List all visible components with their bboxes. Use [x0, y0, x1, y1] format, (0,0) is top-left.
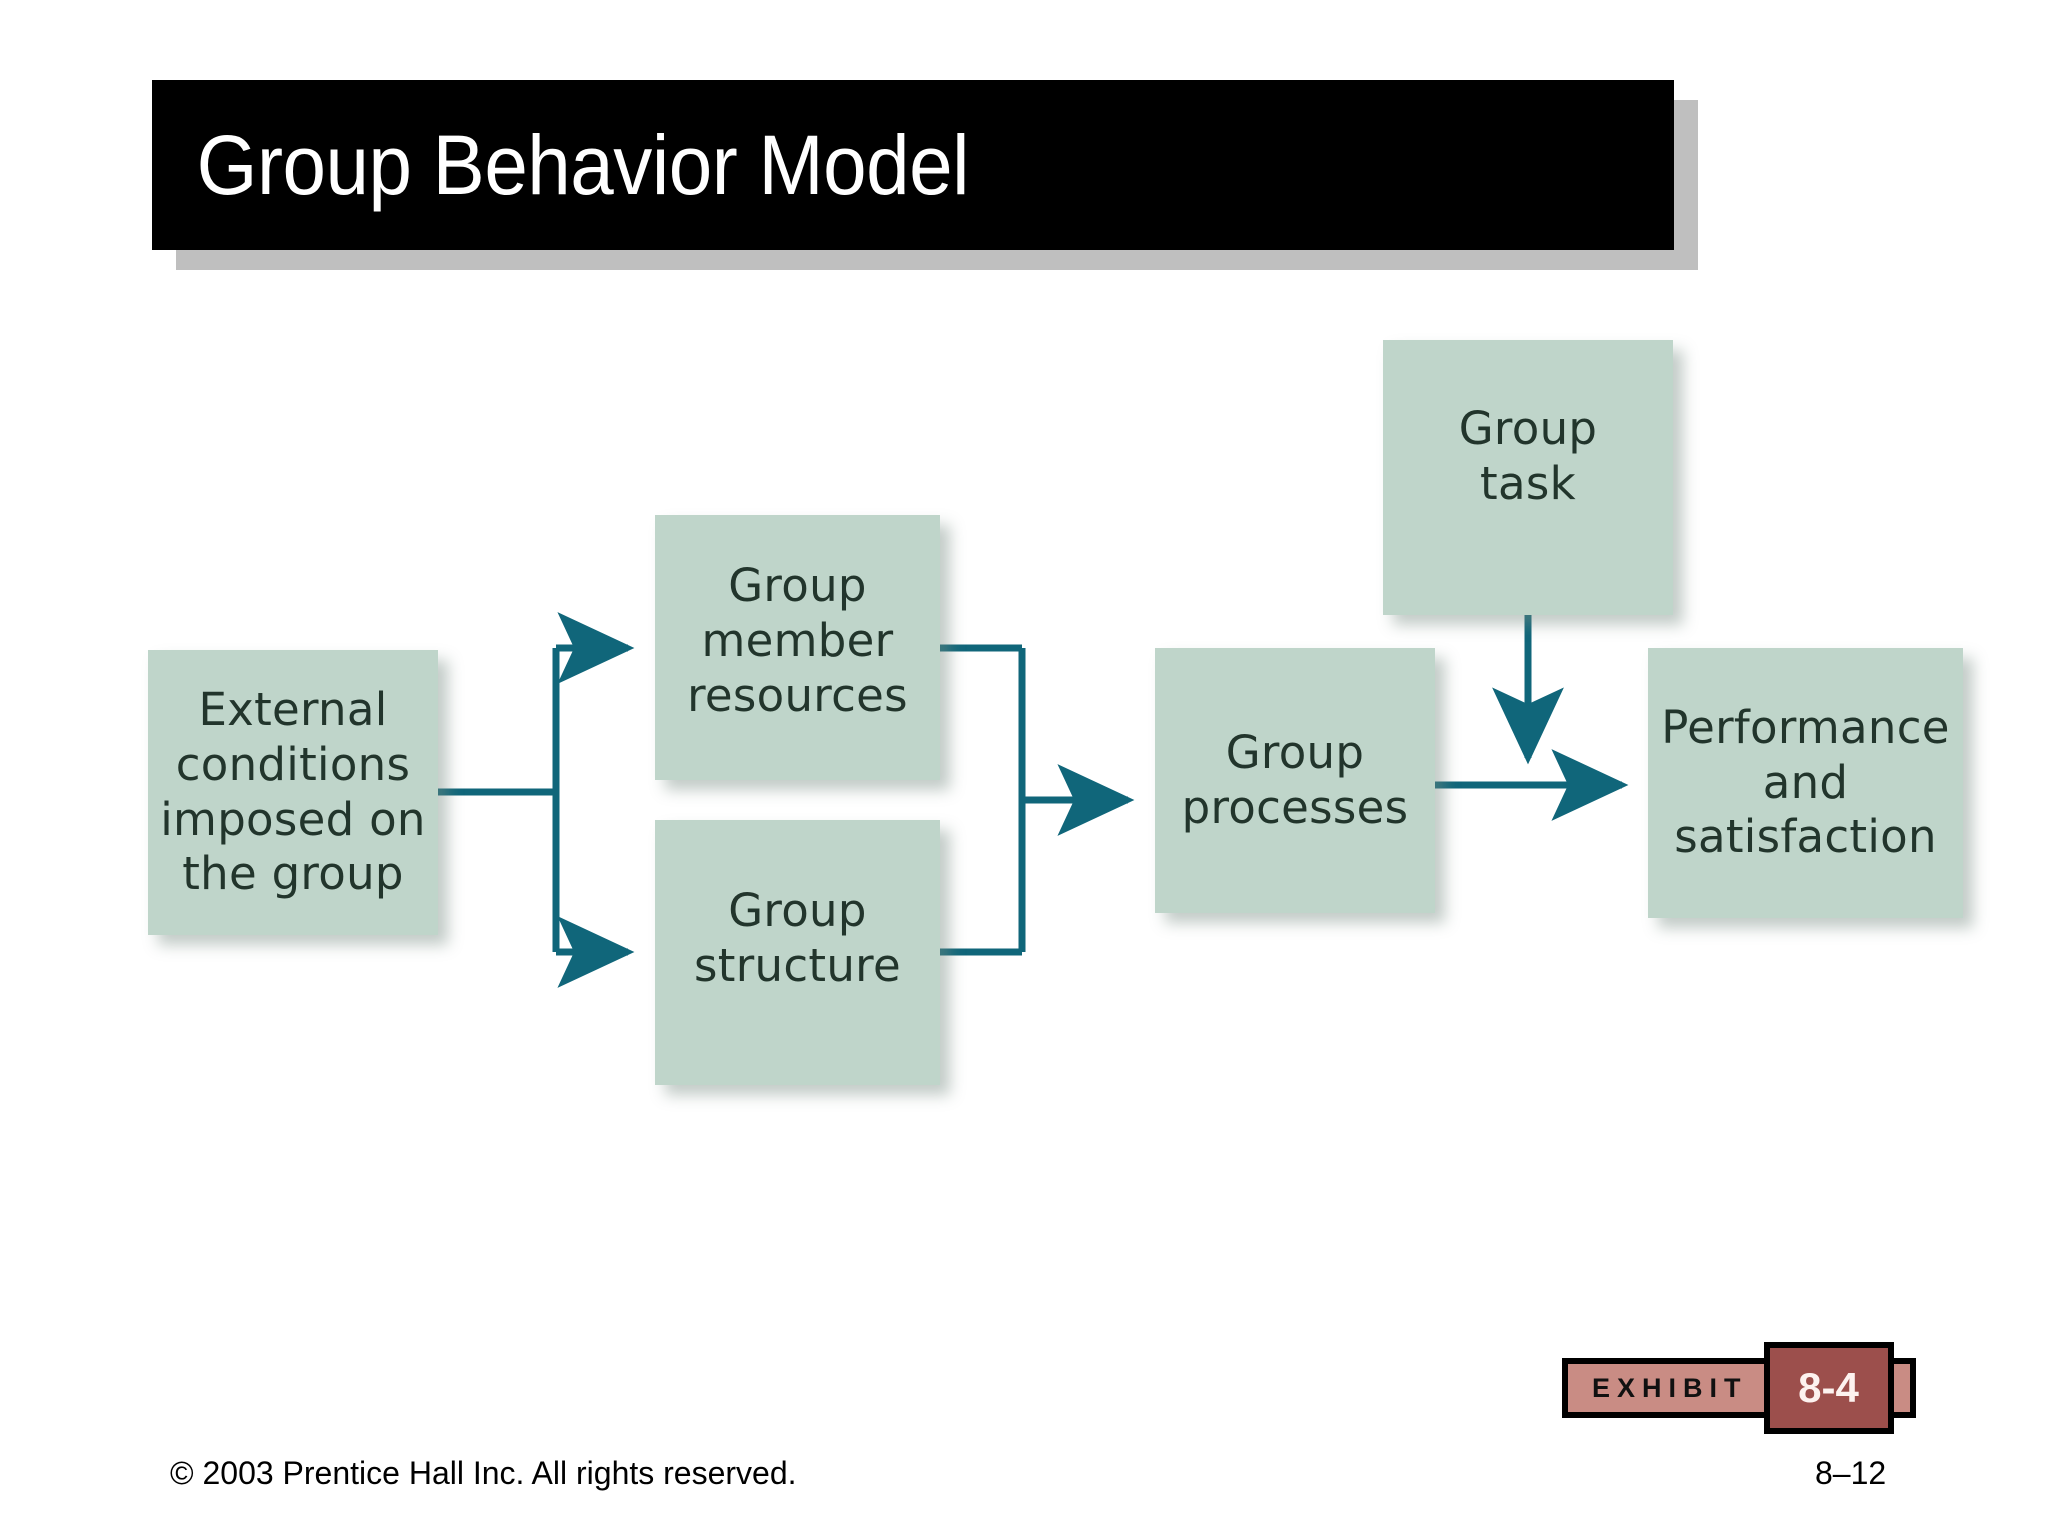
node-performance-and-satisfaction-label: Performance and satisfaction: [1661, 700, 1950, 864]
node-group-member-resources-label: Group member resources: [687, 559, 908, 722]
footer-copyright: © 2003 Prentice Hall Inc. All rights res…: [170, 1455, 797, 1491]
page-title: Group Behavior Model: [196, 117, 970, 212]
exhibit-badge: EXHIBIT 8-4: [1562, 1342, 1916, 1434]
node-group-task[interactable]: Group task: [1383, 340, 1673, 615]
node-external-conditions[interactable]: External conditions imposed on the group: [148, 650, 438, 935]
footer-page-number: 8–12: [1815, 1455, 1887, 1491]
title-bar: Group Behavior Model: [152, 80, 1674, 250]
exhibit-label: EXHIBIT: [1562, 1358, 1766, 1418]
node-group-task-label: Group task: [1458, 402, 1598, 510]
exhibit-number: 8-4: [1763, 1342, 1894, 1434]
node-group-structure-label: Group structure: [694, 884, 901, 992]
exhibit-badge-tail: [1889, 1358, 1916, 1418]
node-group-processes-label: Group processes: [1181, 725, 1409, 834]
node-group-processes[interactable]: Group processes: [1155, 648, 1435, 913]
node-group-member-resources[interactable]: Group member resources: [655, 515, 940, 780]
node-performance-and-satisfaction[interactable]: Performance and satisfaction: [1648, 648, 1963, 918]
node-group-structure[interactable]: Group structure: [655, 820, 940, 1085]
node-external-conditions-label: External conditions imposed on the group: [160, 682, 426, 901]
